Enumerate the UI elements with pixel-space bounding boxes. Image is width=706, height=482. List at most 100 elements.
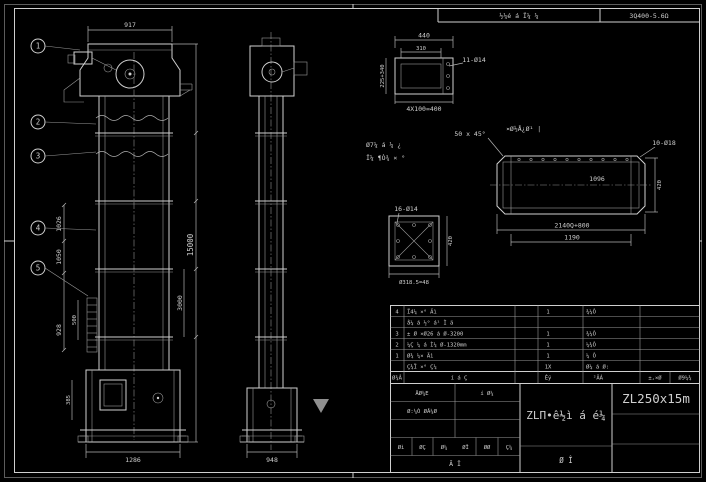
break-line <box>95 151 169 157</box>
cell-qty: 1X <box>545 365 552 371</box>
dim-overall-height: 15000 <box>186 233 195 256</box>
front-dimensions: 917 1286 15000 3000 1026 1050 928 500 38… <box>55 21 199 464</box>
casing-detail: ¤Ø½Å¿Ø¹ | 50 x 45° 1096 10-Ø18 420 2140Q… <box>454 124 676 246</box>
table-row: å¼ á ½° á¹ Ì ä <box>407 320 453 327</box>
cell-qty: 1 <box>546 343 549 349</box>
dim-bottom: 1286 <box>125 456 141 464</box>
title-block: ÄØ¼E í Ø¼ Ø:¼Ò ØÂ¼Ø Øì ØÇ Ø¼ ØÎ ØØ Ç¼ Ã … <box>390 383 700 473</box>
cell-name: ¼Ç ¼ á Ì¼ Ø-1320mm <box>407 342 467 349</box>
dim-440: 440 <box>418 32 430 40</box>
side-dimensions: 948 <box>246 444 298 464</box>
balloon-3: 3 <box>36 152 41 161</box>
break-line <box>95 115 169 121</box>
dim-left: 225+340 <box>380 64 386 87</box>
hole-callout: 10-Ø18 <box>652 139 676 147</box>
head-pulley <box>115 59 145 89</box>
table-row: 4 Ï4¼ ×° Äì 1 ¾¼Ô <box>395 309 596 316</box>
dim-total: 2140Q+800 <box>554 222 589 230</box>
header-right-label: 3Q400-5.6Ω <box>629 12 668 20</box>
tb-sign: ØÎ <box>462 444 469 451</box>
cell-no: 4 <box>395 310 399 316</box>
header-rem2: Ø9¼¾ <box>678 375 691 382</box>
elevator-head <box>63 43 193 103</box>
tb-bottom-mark: Ø Î <box>559 456 573 465</box>
balloon-5: 5 <box>36 264 41 273</box>
cell-name: Ç¾Ï ×° Ç¼ <box>407 364 437 371</box>
header-mat: ²ÄÁ <box>593 375 604 382</box>
dim-1026: 1026 <box>55 216 63 232</box>
cell-mat: Ø¼ á Ø: <box>586 364 609 371</box>
dim-1050: 1050 <box>55 249 63 265</box>
side-casing <box>255 96 287 388</box>
drawing-number: ZL250x15m <box>622 391 690 406</box>
ladder <box>86 297 98 353</box>
side-view: 948 <box>239 32 329 464</box>
header-rem1: ±,×Ø <box>648 375 662 382</box>
elevator-boot <box>77 369 189 443</box>
detail-note-1: Ø7¼ á ¼ ¿ <box>366 141 401 149</box>
balloon-1: 1 <box>36 42 41 51</box>
cell-mat: ¼ Ô <box>586 353 596 360</box>
cell-qty: 1 <box>546 332 549 338</box>
tb-ratio: Ø:¼Ò ØÂ¼Ø <box>407 408 437 415</box>
tb-sign: ØØ <box>484 444 491 451</box>
tb-cell-label: ÄØ¼E <box>415 390 428 397</box>
table-row: Ç¾Ï ×° Ç¼ 1X Ø¼ á Ø: <box>407 364 609 371</box>
table-row: 3 ± Ø ×Ø26 á Ø-3200 1 ¾¼Ô <box>395 331 596 338</box>
detail-note-2: Ï¼ ¶Ò¾ × ° <box>366 153 405 162</box>
balloon-2: 2 <box>36 118 41 127</box>
cell-name: Ï4¼ ×° Äì <box>407 309 437 316</box>
dim-span: 1190 <box>564 234 580 242</box>
product-title: ZLΠ•ê½ì á é¼ <box>526 409 605 422</box>
header-qty: Êý <box>545 374 552 382</box>
parts-table: 4 Ï4¼ ×° Äì 1 ¾¼Ô å¼ á ½° á¹ Ì ä 3 ± Ø ×… <box>390 305 700 384</box>
cell-no: 3 <box>395 332 398 338</box>
hole-callout: 16-Ø14 <box>394 205 418 213</box>
dim-928: 928 <box>55 324 63 336</box>
dim-385: 385 <box>66 395 72 405</box>
dim-1096: 1096 <box>589 175 605 183</box>
tb-sign: Ø¼ <box>441 444 448 451</box>
dim-310: 310 <box>416 46 426 52</box>
inspection-door <box>99 379 127 411</box>
hole-callout: 11-Ø14 <box>462 56 486 64</box>
cell-qty: 1 <box>546 310 549 316</box>
table-header-row: Ø¾Â í á Ç Êý ²ÄÁ ±,×Ø Ø9¼¾ <box>392 374 692 382</box>
header-left-label: ½¼é á Ï¼ ¼ <box>499 11 538 20</box>
elevator-casing <box>86 52 173 440</box>
dim-bottom: Ø318.5=48 <box>399 279 429 286</box>
cell-mat: ¾¼Ô <box>586 331 596 338</box>
header-bar: ½¼é á Ï¼ ¼ 3Q400-5.6Ω <box>437 8 700 23</box>
plate-detail: 16-Ø14 Ø318.5=48 420 <box>388 205 454 286</box>
dim-500: 500 <box>72 315 78 325</box>
header-name: í á Ç <box>451 375 468 382</box>
discharge-spout <box>63 77 84 103</box>
front-view: 917 1286 15000 3000 1026 1050 928 500 38… <box>30 21 199 464</box>
tb-cell-label: í Ø¼ <box>480 390 493 397</box>
section-mark <box>313 399 329 413</box>
side-boot <box>239 387 305 443</box>
cell-no: 1 <box>395 354 398 360</box>
flange-detail: 310 440 225+340 4X100=400 11-Ø14 Ø7¼ á ¼… <box>366 32 486 163</box>
part-balloons: 1 2 3 4 5 <box>30 38 97 297</box>
casing-title: ¤Ø½Å¿Ø¹ | <box>506 124 541 133</box>
header-no: Ø¾Â <box>392 375 403 382</box>
dim-bottom: 4X100=400 <box>406 105 441 113</box>
cell-name: ± Ø ×Ø26 á Ø-3200 <box>407 331 463 338</box>
sheet-border <box>4 4 702 478</box>
drive-motor <box>73 51 93 65</box>
chamfer-note: 50 x 45° <box>454 130 485 138</box>
dim-top: 917 <box>124 21 136 29</box>
tb-sign: Ç¼ <box>506 445 513 451</box>
cell-no: 2 <box>395 343 398 349</box>
dim-mid: 3000 <box>176 295 184 311</box>
tb-sign: ØÇ <box>419 444 426 451</box>
balloon-4: 4 <box>36 224 41 233</box>
dim-right: 420 <box>448 236 454 246</box>
casing-joints <box>95 132 173 341</box>
dim-bottom: 948 <box>266 456 278 464</box>
cell-qty: 1 <box>546 354 549 360</box>
cell-mat: ¼¾Ô <box>586 342 596 349</box>
